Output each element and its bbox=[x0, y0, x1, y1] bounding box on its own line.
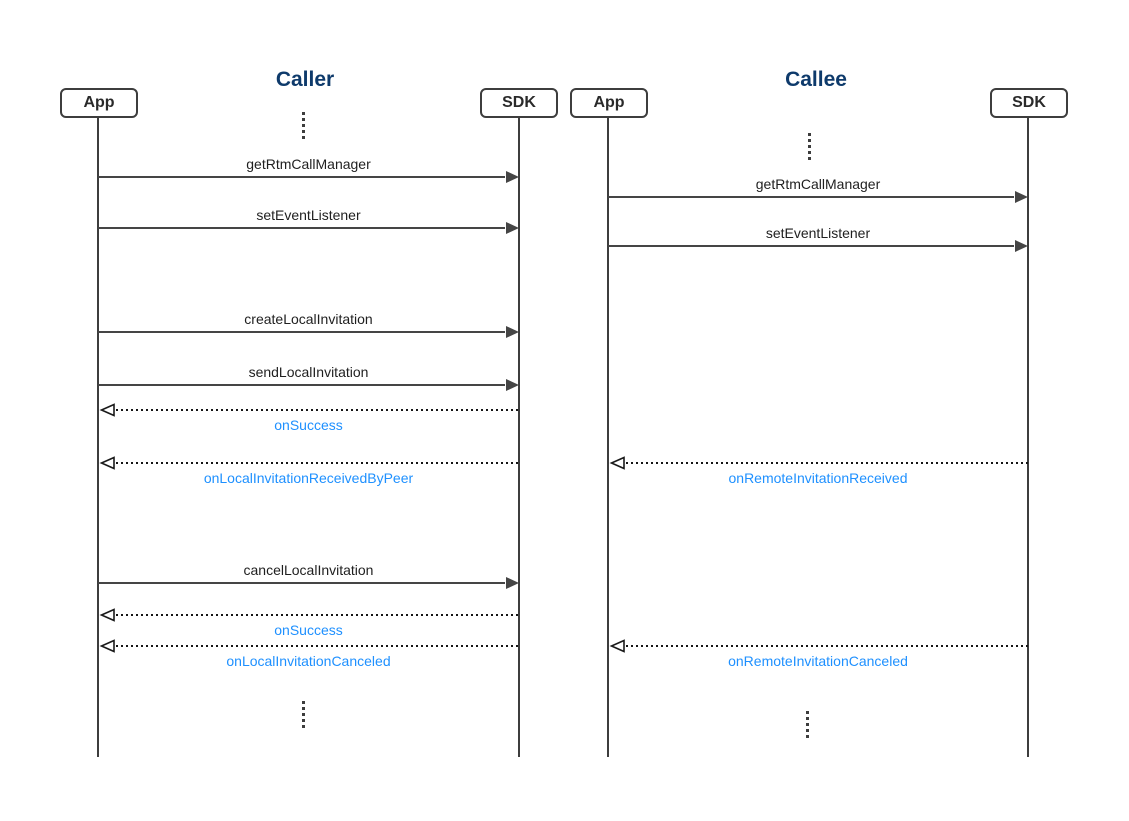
dotted-line bbox=[116, 409, 519, 411]
callee-title: Callee bbox=[785, 68, 847, 91]
arrowhead-icon bbox=[506, 379, 519, 391]
open-arrowhead-icon bbox=[609, 639, 625, 653]
participant-callee-app-label: App bbox=[593, 94, 625, 111]
arrow-line bbox=[98, 227, 505, 229]
open-arrowhead-icon bbox=[99, 608, 115, 622]
callback-label: onRemoteInvitationReceived bbox=[728, 470, 908, 486]
arrowhead-icon bbox=[506, 577, 519, 589]
participant-caller-sdk-label: SDK bbox=[502, 94, 536, 111]
callback-label: onSuccess bbox=[274, 417, 343, 433]
participant-callee-sdk: SDK bbox=[990, 88, 1068, 118]
message-label: sendLocalInvitation bbox=[248, 364, 369, 380]
participant-caller-app-label: App bbox=[83, 94, 115, 111]
open-arrowhead-icon bbox=[99, 456, 115, 470]
open-arrowhead-icon bbox=[99, 403, 115, 417]
open-arrowhead-icon bbox=[609, 456, 625, 470]
lifeline-caller-sdk bbox=[518, 118, 520, 757]
message-label: setEventListener bbox=[256, 207, 361, 223]
participant-caller-sdk: SDK bbox=[480, 88, 558, 118]
arrow-line bbox=[608, 196, 1014, 198]
dotted-line bbox=[116, 645, 519, 647]
message-label: getRtmCallManager bbox=[246, 156, 371, 172]
arrow-line bbox=[98, 331, 505, 333]
participant-callee-sdk-label: SDK bbox=[1012, 94, 1046, 111]
dotted-line bbox=[626, 645, 1028, 647]
arrowhead-icon bbox=[506, 222, 519, 234]
callback-label: onLocalInvitationCanceled bbox=[226, 653, 391, 669]
arrow-line bbox=[98, 384, 505, 386]
callback-label: onLocalInvitationReceivedByPeer bbox=[203, 470, 414, 486]
ellipsis-callee-bottom bbox=[806, 711, 809, 738]
message-label: getRtmCallManager bbox=[755, 176, 881, 192]
message-label: setEventListener bbox=[765, 225, 871, 241]
arrowhead-icon bbox=[506, 171, 519, 183]
lifeline-callee-sdk bbox=[1027, 118, 1029, 757]
lifeline-caller-app bbox=[97, 118, 99, 757]
dotted-line bbox=[626, 462, 1028, 464]
ellipsis-caller-top bbox=[302, 112, 305, 139]
callback-label: onSuccess bbox=[274, 622, 343, 638]
arrow-line bbox=[608, 245, 1014, 247]
message-label: createLocalInvitation bbox=[244, 311, 373, 327]
caller-title: Caller bbox=[275, 68, 335, 91]
ellipsis-caller-bottom bbox=[302, 701, 305, 728]
participant-callee-app: App bbox=[570, 88, 648, 118]
callback-label: onRemoteInvitationCanceled bbox=[728, 653, 908, 669]
arrow-line bbox=[98, 582, 505, 584]
dotted-line bbox=[116, 462, 519, 464]
message-label: cancelLocalInvitation bbox=[243, 562, 374, 578]
arrowhead-icon bbox=[1015, 191, 1028, 203]
ellipsis-callee-top bbox=[808, 133, 811, 160]
arrow-line bbox=[98, 176, 505, 178]
arrowhead-icon bbox=[506, 326, 519, 338]
lifeline-callee-app bbox=[607, 118, 609, 757]
dotted-line bbox=[116, 614, 519, 616]
participant-caller-app: App bbox=[60, 88, 138, 118]
arrowhead-icon bbox=[1015, 240, 1028, 252]
open-arrowhead-icon bbox=[99, 639, 115, 653]
